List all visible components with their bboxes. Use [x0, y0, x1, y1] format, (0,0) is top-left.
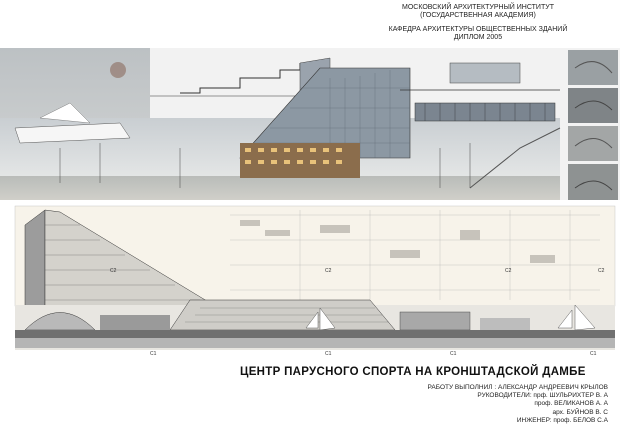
section-label: С2 — [598, 268, 605, 274]
sailboat-icon — [305, 304, 596, 331]
header-line-diploma: ДИПЛОМ 2005 — [453, 34, 503, 41]
credit-prof: проф. ВЕЛИКАНОВ А. А — [534, 400, 608, 408]
credit-lead: РУКОВОДИТЕЛИ: прф. ШУЛЬРИХТЕР В. А — [477, 392, 608, 400]
credit-arch: арх. БУЙНОВ В. С — [552, 408, 608, 416]
header-line-institute: МОСКОВСКИЙ АРХИТЕКТУРНЫЙ ИНСТИТУТ — [402, 4, 554, 11]
detail-thumbnails — [568, 50, 618, 204]
project-title: ЦЕНТР ПАРУСНОГО СПОРТА НА КРОНШТАДСКОЙ Д… — [240, 366, 586, 378]
site-plan-section: С2 С2 С2 С2 С1 С1 С1 С1 — [0, 200, 620, 370]
header-line-department: КАФЕДРА АРХИТЕКТУРЫ ОБЩЕСТВЕННЫХ ЗДАНИЙ — [388, 26, 568, 33]
glazed-roof — [239, 67, 411, 159]
sail-building — [14, 122, 131, 144]
section-label: С1 — [325, 351, 332, 357]
stepped-tower — [24, 209, 46, 321]
institute-header: МОСКОВСКИЙ АРХИТЕКТУРНЫЙ ИНСТИТУТ (ГОСУД… — [348, 4, 608, 42]
section-label: С1 — [450, 351, 457, 357]
credit-engineer: ИНЖЕНЕР: проф. БЕЛОВ С.А — [516, 416, 608, 424]
section-label: С1 — [150, 351, 157, 357]
section-label: С2 — [325, 268, 332, 274]
section-label: С2 — [505, 268, 512, 274]
section-label: С2 — [110, 268, 117, 274]
credit-author: РАБОТУ ВЫПОЛНИЛ : АЛЕКСАНДР АНДРЕЕВИЧ КР… — [427, 384, 608, 391]
credits-block: РАБОТУ ВЫПОЛНИЛ : АЛЕКСАНДР АНДРЕЕВИЧ КР… — [428, 384, 608, 425]
perspective-section-strip — [0, 48, 620, 208]
header-line-academy: (ГОСУДАРСТВЕННАЯ АКАДЕМИЯ) — [420, 12, 536, 19]
section-label: С1 — [590, 351, 597, 357]
